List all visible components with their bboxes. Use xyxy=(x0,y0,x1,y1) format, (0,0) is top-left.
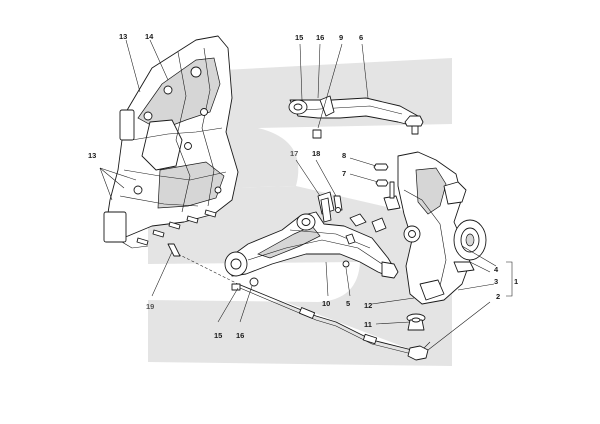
tie-rod xyxy=(167,243,431,361)
callout-5-upper: 5 xyxy=(346,299,350,308)
steering-knuckle-hub xyxy=(383,151,487,305)
callout-6: 6 xyxy=(359,33,363,42)
callout-4: 4 xyxy=(494,265,499,274)
callout-7: 7 xyxy=(342,169,346,178)
damper-fork-parts xyxy=(317,191,343,223)
callout-15-top: 15 xyxy=(295,33,303,42)
callout-15-bottom: 15 xyxy=(214,331,222,340)
callout-17: 17 xyxy=(290,149,298,158)
callout-16-bottom: 16 xyxy=(236,331,244,340)
callout-9: 9 xyxy=(339,33,343,42)
callout-10: 10 xyxy=(322,299,330,308)
callout-18: 18 xyxy=(312,149,320,158)
callout-8: 8 xyxy=(342,151,346,160)
callout-2: 2 xyxy=(496,292,500,301)
callout-13-top: 13 xyxy=(119,32,127,41)
callout-16-top: 16 xyxy=(316,33,324,42)
callout-19: 19 xyxy=(146,302,154,311)
callout-12: 12 xyxy=(364,301,372,310)
callout-3: 3 xyxy=(494,277,498,286)
leader-lines xyxy=(99,39,513,351)
chassis-subframe xyxy=(103,35,239,249)
lower-control-arm xyxy=(224,211,399,287)
callout-13-left: 13 xyxy=(88,151,96,160)
callout-1: 1 xyxy=(514,277,518,286)
callout-14: 14 xyxy=(145,32,154,41)
fasteners xyxy=(335,163,426,331)
callout-11: 11 xyxy=(364,320,372,329)
callout-labels: 1 2 3 4 5 6 7 8 9 10 11 12 13 13 14 15 1… xyxy=(88,32,518,340)
